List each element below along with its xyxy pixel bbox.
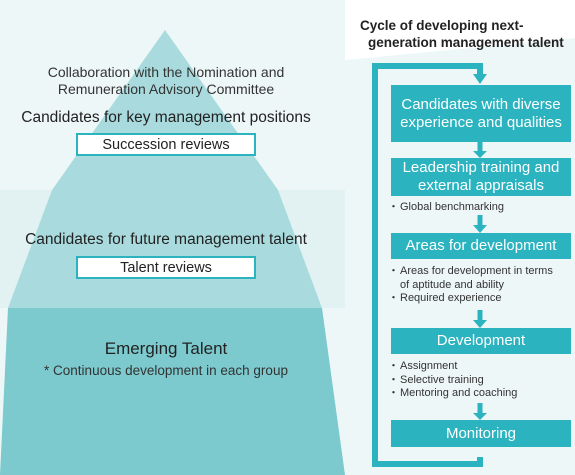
step-leadership-line-2: external appraisals bbox=[418, 177, 544, 194]
bullet-text: Selective training bbox=[400, 373, 484, 386]
collaboration-line-1: Collaboration with the Nomination and bbox=[47, 64, 285, 80]
step-development-label: Development bbox=[436, 332, 526, 349]
bullet-item: Areas for development in terms of aptitu… bbox=[388, 265, 553, 292]
emerging-talent-note: * Continuous development in each group bbox=[44, 363, 288, 378]
areas-bullets: Areas for development in terms of aptitu… bbox=[388, 265, 553, 306]
arrow-shaft bbox=[477, 403, 483, 414]
arrow-head bbox=[473, 225, 487, 233]
cycle-loop-line bbox=[372, 63, 483, 467]
talent-reviews-box: Talent reviews bbox=[76, 256, 256, 279]
step-development: Development bbox=[391, 328, 571, 354]
arrow-shaft bbox=[477, 310, 483, 321]
step-areas-label: Areas for development bbox=[405, 237, 557, 254]
step-areas-for-development: Areas for development bbox=[391, 233, 571, 259]
future-management-title: Candidates for future management talent bbox=[25, 231, 307, 248]
arrow-head bbox=[473, 320, 487, 328]
development-bullets: Assignment Selective training Mentoring … bbox=[388, 360, 518, 401]
bullet-text: Areas for development in terms bbox=[400, 265, 553, 277]
arrow-head bbox=[473, 151, 487, 158]
cycle-title-line-2: generation management talent bbox=[368, 35, 564, 50]
step-candidates-line-2: experience and qualities bbox=[400, 113, 562, 131]
leadership-bullets: Global benchmarking bbox=[388, 201, 504, 215]
bullet-text: Required experience bbox=[400, 292, 502, 304]
succession-reviews-label: Succession reviews bbox=[102, 136, 230, 153]
step-monitoring: Monitoring bbox=[391, 420, 571, 447]
step-candidates: Candidates with diverse experience and q… bbox=[391, 85, 571, 142]
talent-reviews-label: Talent reviews bbox=[120, 259, 212, 276]
bullet-text-continued: of aptitude and ability bbox=[400, 278, 504, 291]
bullet-item: Selective training bbox=[388, 373, 517, 388]
collaboration-line-2: Remuneration Advisory Committee bbox=[57, 81, 275, 97]
arrow-shaft bbox=[477, 142, 483, 152]
bullet-text: Global benchmarking bbox=[400, 201, 504, 213]
bullet-text: Assignment bbox=[400, 360, 458, 372]
step-leadership-line-1: Leadership training and bbox=[402, 159, 560, 176]
bullet-item: Global benchmarking bbox=[388, 201, 504, 215]
succession-reviews-box: Succession reviews bbox=[76, 133, 256, 156]
pyramid-bottom bbox=[0, 308, 345, 475]
step-monitoring-label: Monitoring bbox=[445, 424, 517, 442]
bullet-item: Mentoring and coaching bbox=[388, 387, 518, 401]
bullet-text: Mentoring and coaching bbox=[400, 387, 518, 399]
arrow-head bbox=[473, 74, 487, 84]
cycle-title-line-1: Cycle of developing next- bbox=[360, 18, 524, 33]
arrow-shaft bbox=[477, 215, 483, 226]
arrow-head bbox=[473, 413, 487, 420]
bullet-item: Assignment bbox=[388, 360, 517, 374]
emerging-talent-title: Emerging Talent bbox=[104, 339, 228, 358]
pyramid-middle bbox=[8, 190, 322, 308]
step-candidates-line-1: Candidates with diverse bbox=[401, 95, 561, 113]
bullet-item: Required experience bbox=[388, 292, 553, 306]
key-management-title: Candidates for key management positions bbox=[21, 109, 311, 126]
step-leadership-training: Leadership training and external apprais… bbox=[391, 158, 571, 196]
